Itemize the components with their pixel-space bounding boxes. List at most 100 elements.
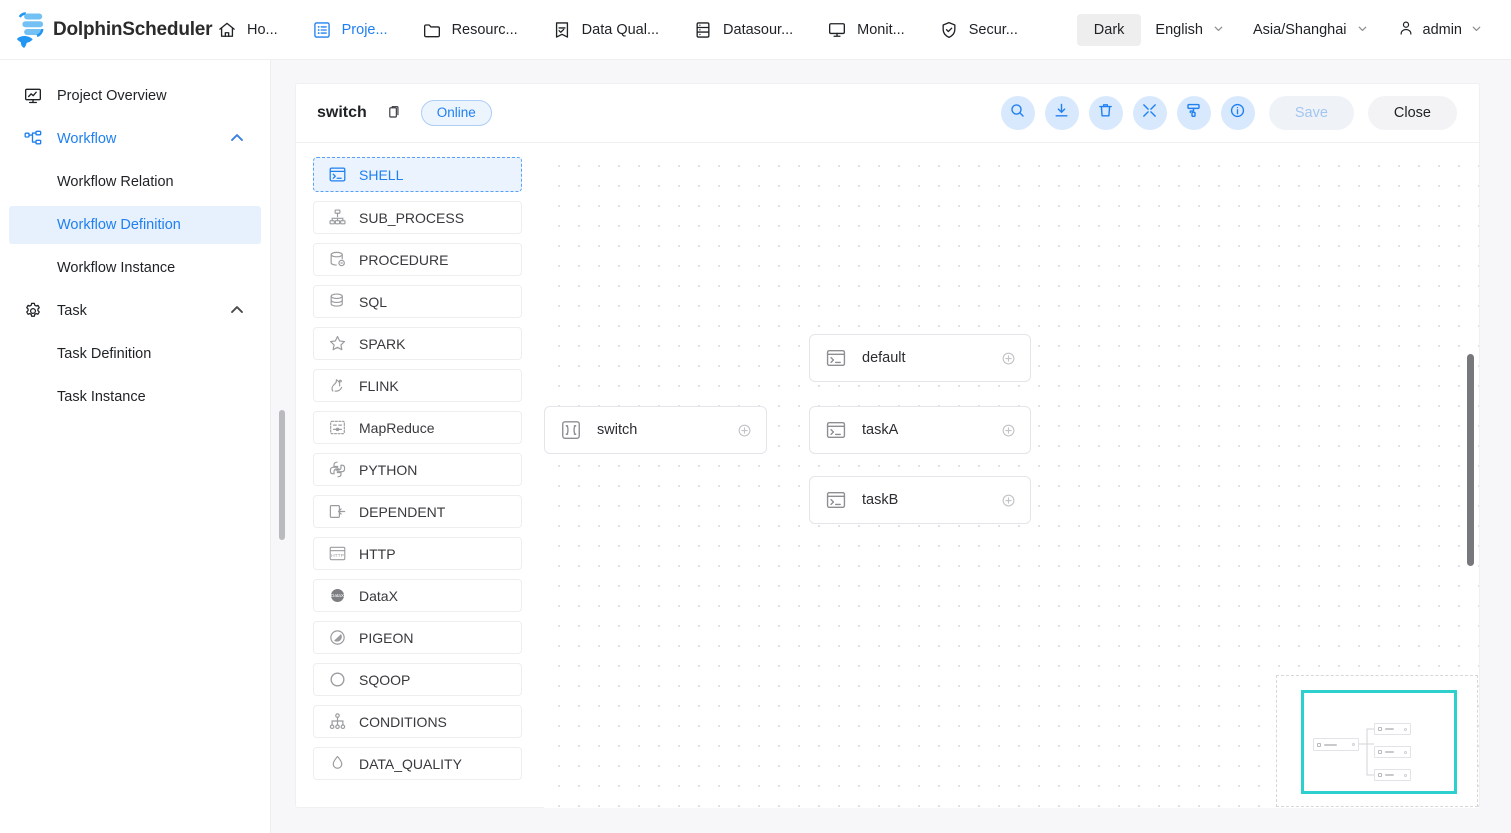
save-button[interactable]: Save [1268, 96, 1354, 130]
pigeon-icon [328, 628, 347, 647]
nav-item-monitor[interactable]: Monit... [810, 0, 922, 59]
task-type-label: SHELL [359, 166, 404, 183]
plus-circle-icon[interactable] [1001, 351, 1016, 366]
task-type-label: SUB_PROCESS [359, 209, 465, 226]
search-button[interactable] [1000, 96, 1035, 130]
flink-icon [328, 376, 347, 395]
status-badge: Online [420, 100, 492, 126]
info-button[interactable] [1220, 96, 1255, 130]
task-type-http[interactable]: HTTP HTTP [313, 537, 522, 570]
task-type-sql[interactable]: SQL [313, 285, 522, 318]
nav-item-project[interactable]: Proje... [295, 0, 405, 59]
trash-icon [1097, 102, 1114, 124]
task-type-dependent[interactable]: DEPENDENT [313, 495, 522, 528]
close-button[interactable]: Close [1367, 96, 1457, 130]
mapreduce-icon [328, 418, 347, 437]
delete-button[interactable] [1088, 96, 1123, 130]
sidebar-item-task-definition[interactable]: Task Definition [9, 335, 261, 373]
nav-item-security[interactable]: Secur... [922, 0, 1035, 59]
task-type-conditions[interactable]: CONDITIONS [313, 705, 522, 738]
task-type-sqoop[interactable]: SQOOP [313, 663, 522, 696]
download-button[interactable] [1044, 96, 1079, 130]
canvas-vertical-scrollbar[interactable] [1467, 354, 1474, 566]
canvas-node-default[interactable]: default [809, 334, 1031, 382]
plus-circle-icon[interactable] [1001, 493, 1016, 508]
sidebar-item-workflow-definition[interactable]: Workflow Definition [9, 206, 261, 244]
plus-circle-icon[interactable] [737, 423, 752, 438]
nav-items: Ho... Proje... Resourc... [200, 0, 1035, 59]
canvas-node-switch[interactable]: switch [544, 406, 767, 454]
sidebar-item-workflow-instance[interactable]: Workflow Instance [9, 249, 261, 287]
user-name: admin [1422, 21, 1463, 38]
sidebar-item-workflow[interactable]: Workflow [9, 120, 261, 158]
task-type-label: PIGEON [359, 629, 414, 646]
task-type-datax[interactable]: DataX DataX [313, 579, 522, 612]
task-type-mapreduce[interactable]: MapReduce [313, 411, 522, 444]
chevron-down-icon [1470, 22, 1483, 38]
workflow-canvas[interactable]: switch default [544, 152, 1479, 808]
shield-check-icon [939, 20, 959, 40]
spark-icon [328, 334, 347, 353]
task-type-shell[interactable]: SHELL [313, 157, 522, 192]
canvas-node-taskA[interactable]: taskA [809, 406, 1031, 454]
chevron-up-icon [227, 300, 247, 323]
task-type-label: PYTHON [359, 461, 418, 478]
task-type-procedure[interactable]: PROCEDURE [313, 243, 522, 276]
timezone-value: Asia/Shanghai [1252, 21, 1347, 38]
page-title: switch [317, 104, 367, 121]
database-icon [693, 20, 713, 40]
brand-name: DolphinScheduler [53, 18, 213, 40]
task-type-flink[interactable]: FLINK [313, 369, 522, 402]
task-type-spark[interactable]: SPARK [313, 327, 522, 360]
top-navigation-bar: DolphinScheduler Ho... Proje... [0, 0, 1511, 60]
project-list-icon [312, 20, 332, 40]
nav-item-home[interactable]: Ho... [200, 0, 295, 59]
task-type-sub-process[interactable]: SUB_PROCESS [313, 201, 522, 234]
home-icon [217, 20, 237, 40]
task-type-pigeon[interactable]: PIGEON [313, 621, 522, 654]
format-button[interactable] [1176, 96, 1211, 130]
task-type-label: MapReduce [359, 419, 435, 436]
nav-item-label: Datasour... [723, 21, 794, 38]
monitor-icon [827, 20, 847, 40]
task-type-python[interactable]: PYTHON [313, 453, 522, 486]
copy-icon[interactable] [385, 105, 401, 121]
person-icon [1397, 19, 1415, 41]
node-label: switch [597, 422, 638, 438]
sidebar-item-task-instance[interactable]: Task Instance [9, 378, 261, 416]
sidebar-item-task[interactable]: Task [9, 292, 261, 330]
task-type-data-quality[interactable]: DATA_QUALITY [313, 747, 522, 780]
sidebar-item-workflow-relation[interactable]: Workflow Relation [9, 163, 261, 201]
plus-circle-icon[interactable] [1001, 423, 1016, 438]
workflow-editor-card: switch Online [295, 83, 1480, 808]
gear-icon [23, 301, 43, 321]
user-menu[interactable]: admin [1383, 12, 1498, 48]
theme-toggle-button[interactable]: Dark [1076, 13, 1142, 46]
canvas-minimap[interactable] [1276, 675, 1478, 807]
workflow-toolbar: switch Online [296, 84, 1479, 143]
nav-right-controls: Dark English Asia/Shanghai admin [1076, 12, 1511, 48]
language-selector[interactable]: English [1141, 12, 1239, 48]
nav-item-datasource[interactable]: Datasour... [676, 0, 810, 59]
sidebar-item-project-overview[interactable]: Project Overview [9, 77, 261, 115]
dependent-icon [328, 502, 347, 521]
sidebar: Project Overview Workflow Workflow Relat… [0, 60, 271, 833]
nav-item-resources[interactable]: Resourc... [405, 0, 535, 59]
toolbar-actions: Save Close [991, 96, 1457, 130]
language-value: English [1155, 21, 1203, 38]
conditions-icon [328, 712, 347, 731]
sidebar-item-label: Project Overview [57, 88, 167, 104]
sqoop-icon [328, 670, 347, 689]
minimap-viewport[interactable] [1301, 690, 1457, 794]
fullscreen-button[interactable] [1132, 96, 1167, 130]
task-type-label: SQL [359, 293, 388, 310]
timezone-selector[interactable]: Asia/Shanghai [1239, 12, 1383, 48]
terminal-icon [825, 419, 847, 441]
download-icon [1053, 102, 1070, 124]
workflow-edges [544, 152, 844, 302]
page-scrollbar[interactable] [279, 410, 285, 540]
nav-item-data-quality[interactable]: Data Qual... [535, 0, 676, 59]
sql-icon [328, 292, 347, 311]
terminal-icon [825, 347, 847, 369]
canvas-node-taskB[interactable]: taskB [809, 476, 1031, 524]
